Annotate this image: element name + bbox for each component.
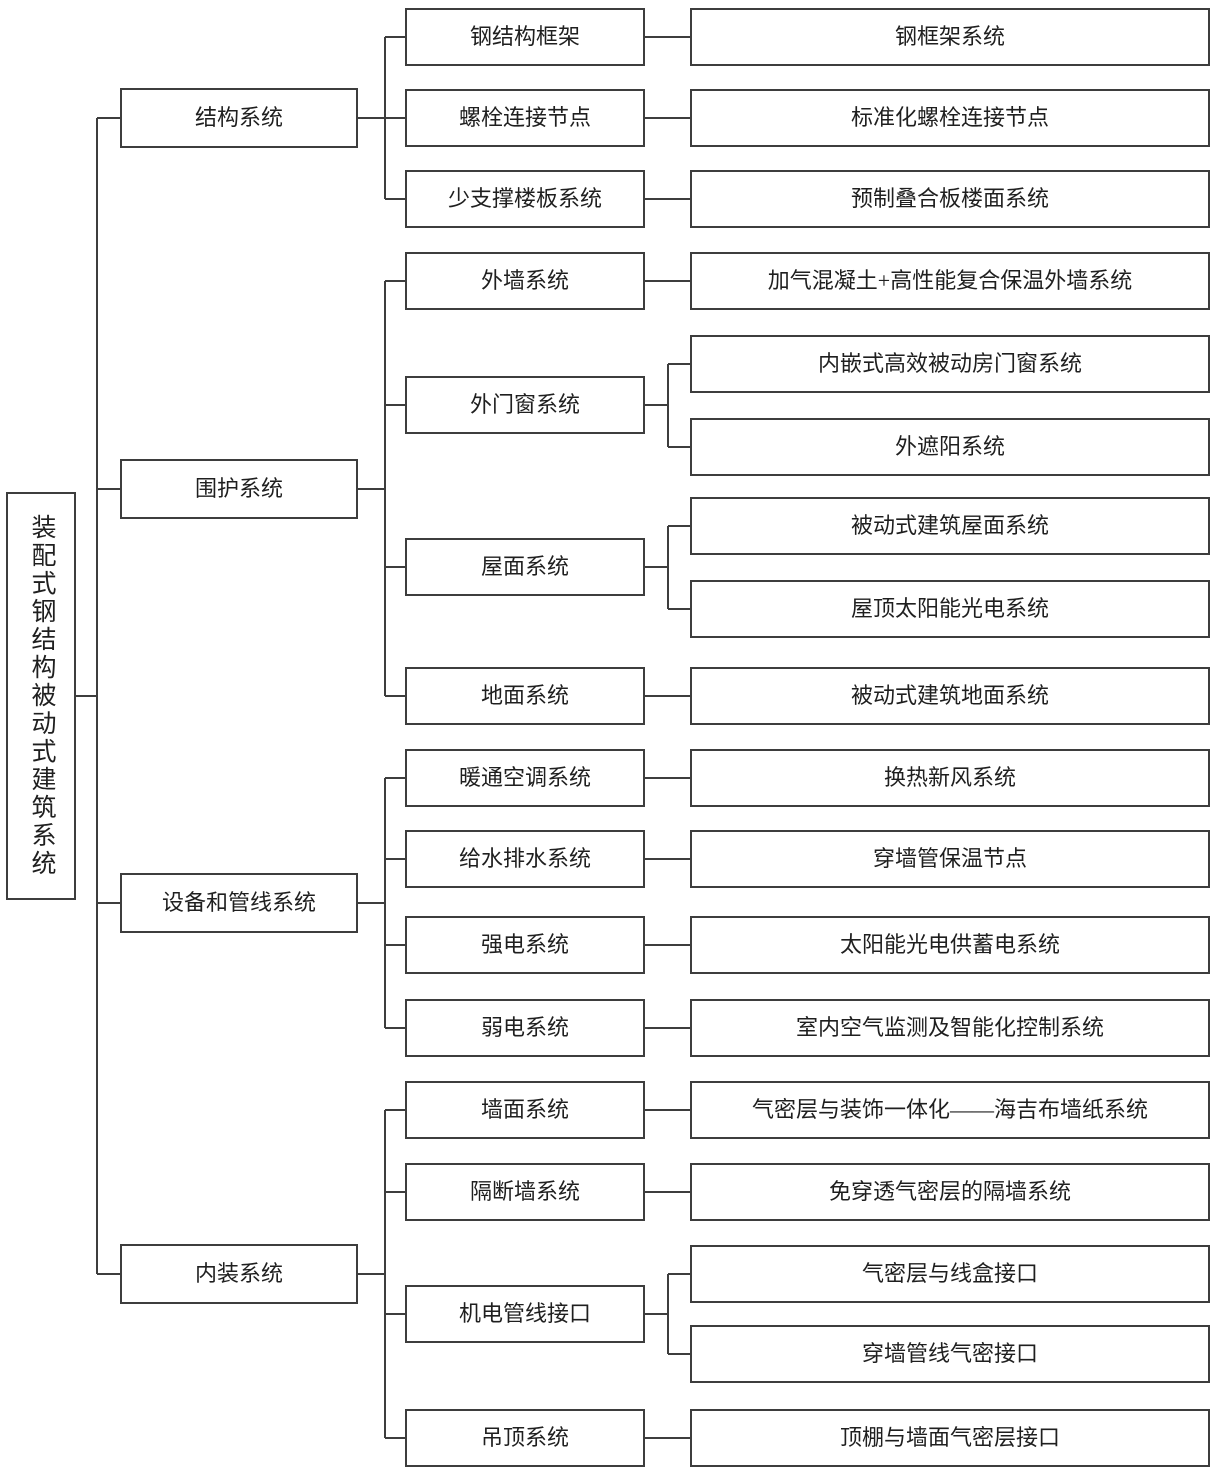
node-low-bracing-floor: 少支撑楼板系统 bbox=[405, 170, 645, 228]
node-bolt-joint: 螺栓连接节点 bbox=[405, 89, 645, 147]
node-strong-current: 强电系统 bbox=[405, 916, 645, 974]
node-steel-frame: 钢结构框架 bbox=[405, 8, 645, 66]
node-ground-system: 地面系统 bbox=[405, 667, 645, 725]
leaf-pv-storage: 太阳能光电供蓄电系统 bbox=[690, 916, 1210, 974]
node-ceiling-system: 吊顶系统 bbox=[405, 1409, 645, 1467]
leaf-rooftop-pv: 屋顶太阳能光电系统 bbox=[690, 580, 1210, 638]
leaf-heat-recovery-ventilation: 换热新风系统 bbox=[690, 749, 1210, 807]
node-root: 装配式钢结构被动式建筑系统 bbox=[6, 492, 76, 900]
leaf-external-shading: 外遮阳系统 bbox=[690, 418, 1210, 476]
leaf-steel-frame-system: 钢框架系统 bbox=[690, 8, 1210, 66]
leaf-standard-bolt-joint: 标准化螺栓连接节点 bbox=[690, 89, 1210, 147]
leaf-passive-window-system: 内嵌式高效被动房门窗系统 bbox=[690, 335, 1210, 393]
node-partition-wall: 隔断墙系统 bbox=[405, 1163, 645, 1221]
node-wall-surface: 墙面系统 bbox=[405, 1081, 645, 1139]
node-hvac-system: 暖通空调系统 bbox=[405, 749, 645, 807]
node-weak-current: 弱电系统 bbox=[405, 999, 645, 1057]
node-exterior-door-window: 外门窗系统 bbox=[405, 376, 645, 434]
node-structural-system: 结构系统 bbox=[120, 88, 358, 148]
leaf-pipe-airtight-joint: 穿墙管线气密接口 bbox=[690, 1325, 1210, 1383]
leaf-airtight-wallpaper: 气密层与装饰一体化——海吉布墙纸系统 bbox=[690, 1081, 1210, 1139]
leaf-wall-pipe-insulation: 穿墙管保温节点 bbox=[690, 830, 1210, 888]
leaf-passive-ground: 被动式建筑地面系统 bbox=[690, 667, 1210, 725]
leaf-airtight-junction-box: 气密层与线盒接口 bbox=[690, 1245, 1210, 1303]
node-exterior-wall: 外墙系统 bbox=[405, 252, 645, 310]
node-envelope-system: 围护系统 bbox=[120, 459, 358, 519]
leaf-precast-composite-floor: 预制叠合板楼面系统 bbox=[690, 170, 1210, 228]
node-plumbing-system: 给水排水系统 bbox=[405, 830, 645, 888]
node-equipment-pipeline-system: 设备和管线系统 bbox=[120, 873, 358, 933]
leaf-passive-roof: 被动式建筑屋面系统 bbox=[690, 497, 1210, 555]
node-mep-interface: 机电管线接口 bbox=[405, 1285, 645, 1343]
node-interior-system: 内装系统 bbox=[120, 1244, 358, 1304]
leaf-ceiling-airtight-joint: 顶棚与墙面气密层接口 bbox=[690, 1409, 1210, 1467]
leaf-aac-insulated-wall: 加气混凝土+高性能复合保温外墙系统 bbox=[690, 252, 1210, 310]
leaf-air-monitoring-control: 室内空气监测及智能化控制系统 bbox=[690, 999, 1210, 1057]
node-roof-system: 屋面系统 bbox=[405, 538, 645, 596]
leaf-partition-airtight: 免穿透气密层的隔墙系统 bbox=[690, 1163, 1210, 1221]
